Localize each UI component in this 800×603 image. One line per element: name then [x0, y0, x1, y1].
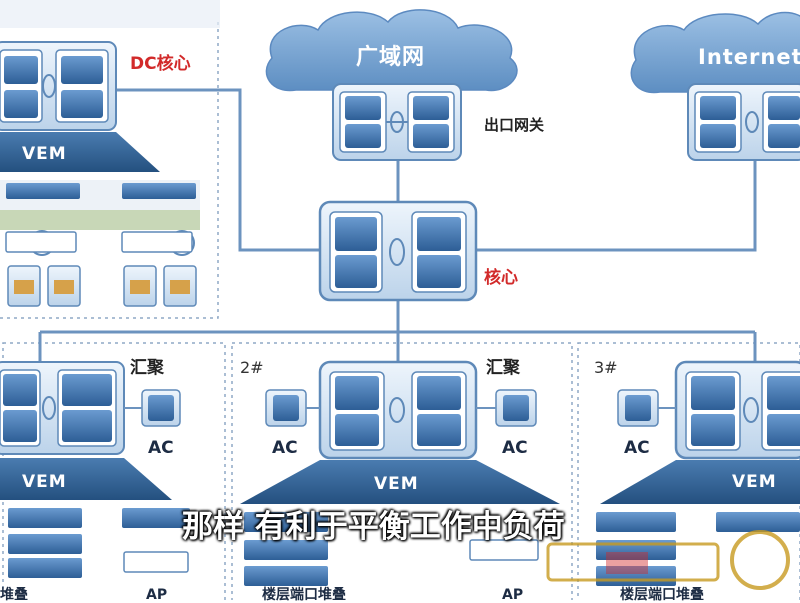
- middle-ac-right-label: AC: [502, 438, 528, 458]
- watermark-logo: [546, 530, 790, 590]
- internet-label: Internet: [698, 45, 800, 69]
- middle-ac-left-device: [265, 389, 320, 427]
- left-stack-label: 堆叠: [0, 587, 28, 603]
- right-ac-label: AC: [624, 438, 650, 458]
- right-ac-device: [617, 389, 676, 427]
- left-ac-label: AC: [148, 438, 174, 458]
- egress-gateway-device: [332, 83, 462, 161]
- middle-floor-stack-label: 楼层端口堆叠: [262, 587, 346, 603]
- middle-aggregation-label: 汇聚: [486, 358, 520, 378]
- middle-aggregation-device: [318, 360, 478, 460]
- building-2-label: 2#: [240, 358, 264, 377]
- internet-cloud: [630, 11, 800, 94]
- connection-lines: [38, 88, 757, 368]
- middle-vem-label: VEM: [374, 474, 419, 494]
- egress-gateway-label: 出口网关: [484, 116, 545, 134]
- top-strip: [0, 0, 220, 28]
- right-vem-label: VEM: [732, 472, 777, 492]
- middle-ac-left-label: AC: [272, 438, 298, 458]
- right-vem-trapezoid: [600, 460, 800, 504]
- zone-boundaries: [0, 18, 800, 600]
- left-access-switches: [8, 508, 190, 578]
- middle-ap-label: AP: [502, 587, 524, 603]
- left-aggregation-device: [0, 361, 125, 455]
- internet-gateway-device: [687, 83, 800, 161]
- dc-vem-label: VEM: [22, 144, 67, 164]
- left-vem-label: VEM: [22, 472, 67, 492]
- dc-server-racks: [0, 180, 200, 307]
- middle-vem-trapezoid: [240, 460, 560, 504]
- right-aggregation-device: [674, 360, 800, 460]
- left-aggregation-label: 汇聚: [130, 358, 164, 378]
- middle-ac-right-device: [476, 389, 537, 427]
- core-device: [318, 200, 478, 302]
- dc-vem-trapezoid: [0, 132, 160, 172]
- left-ap-label: AP: [146, 587, 168, 603]
- wan-label: 广域网: [356, 45, 426, 70]
- left-ac-device: [124, 389, 181, 427]
- dc-core-device: [0, 41, 117, 131]
- right-floor-stack-label: 楼层端口堆叠: [620, 587, 704, 603]
- video-subtitle: 那样 有利于平衡工作中负荷: [182, 509, 565, 545]
- dc-core-label: DC核心: [130, 54, 191, 74]
- right-access-switches: [596, 512, 800, 586]
- building-3-label: 3#: [594, 358, 618, 377]
- left-vem-trapezoid: [0, 458, 172, 500]
- core-label: 核心: [484, 268, 518, 288]
- middle-access-switches: [244, 512, 539, 586]
